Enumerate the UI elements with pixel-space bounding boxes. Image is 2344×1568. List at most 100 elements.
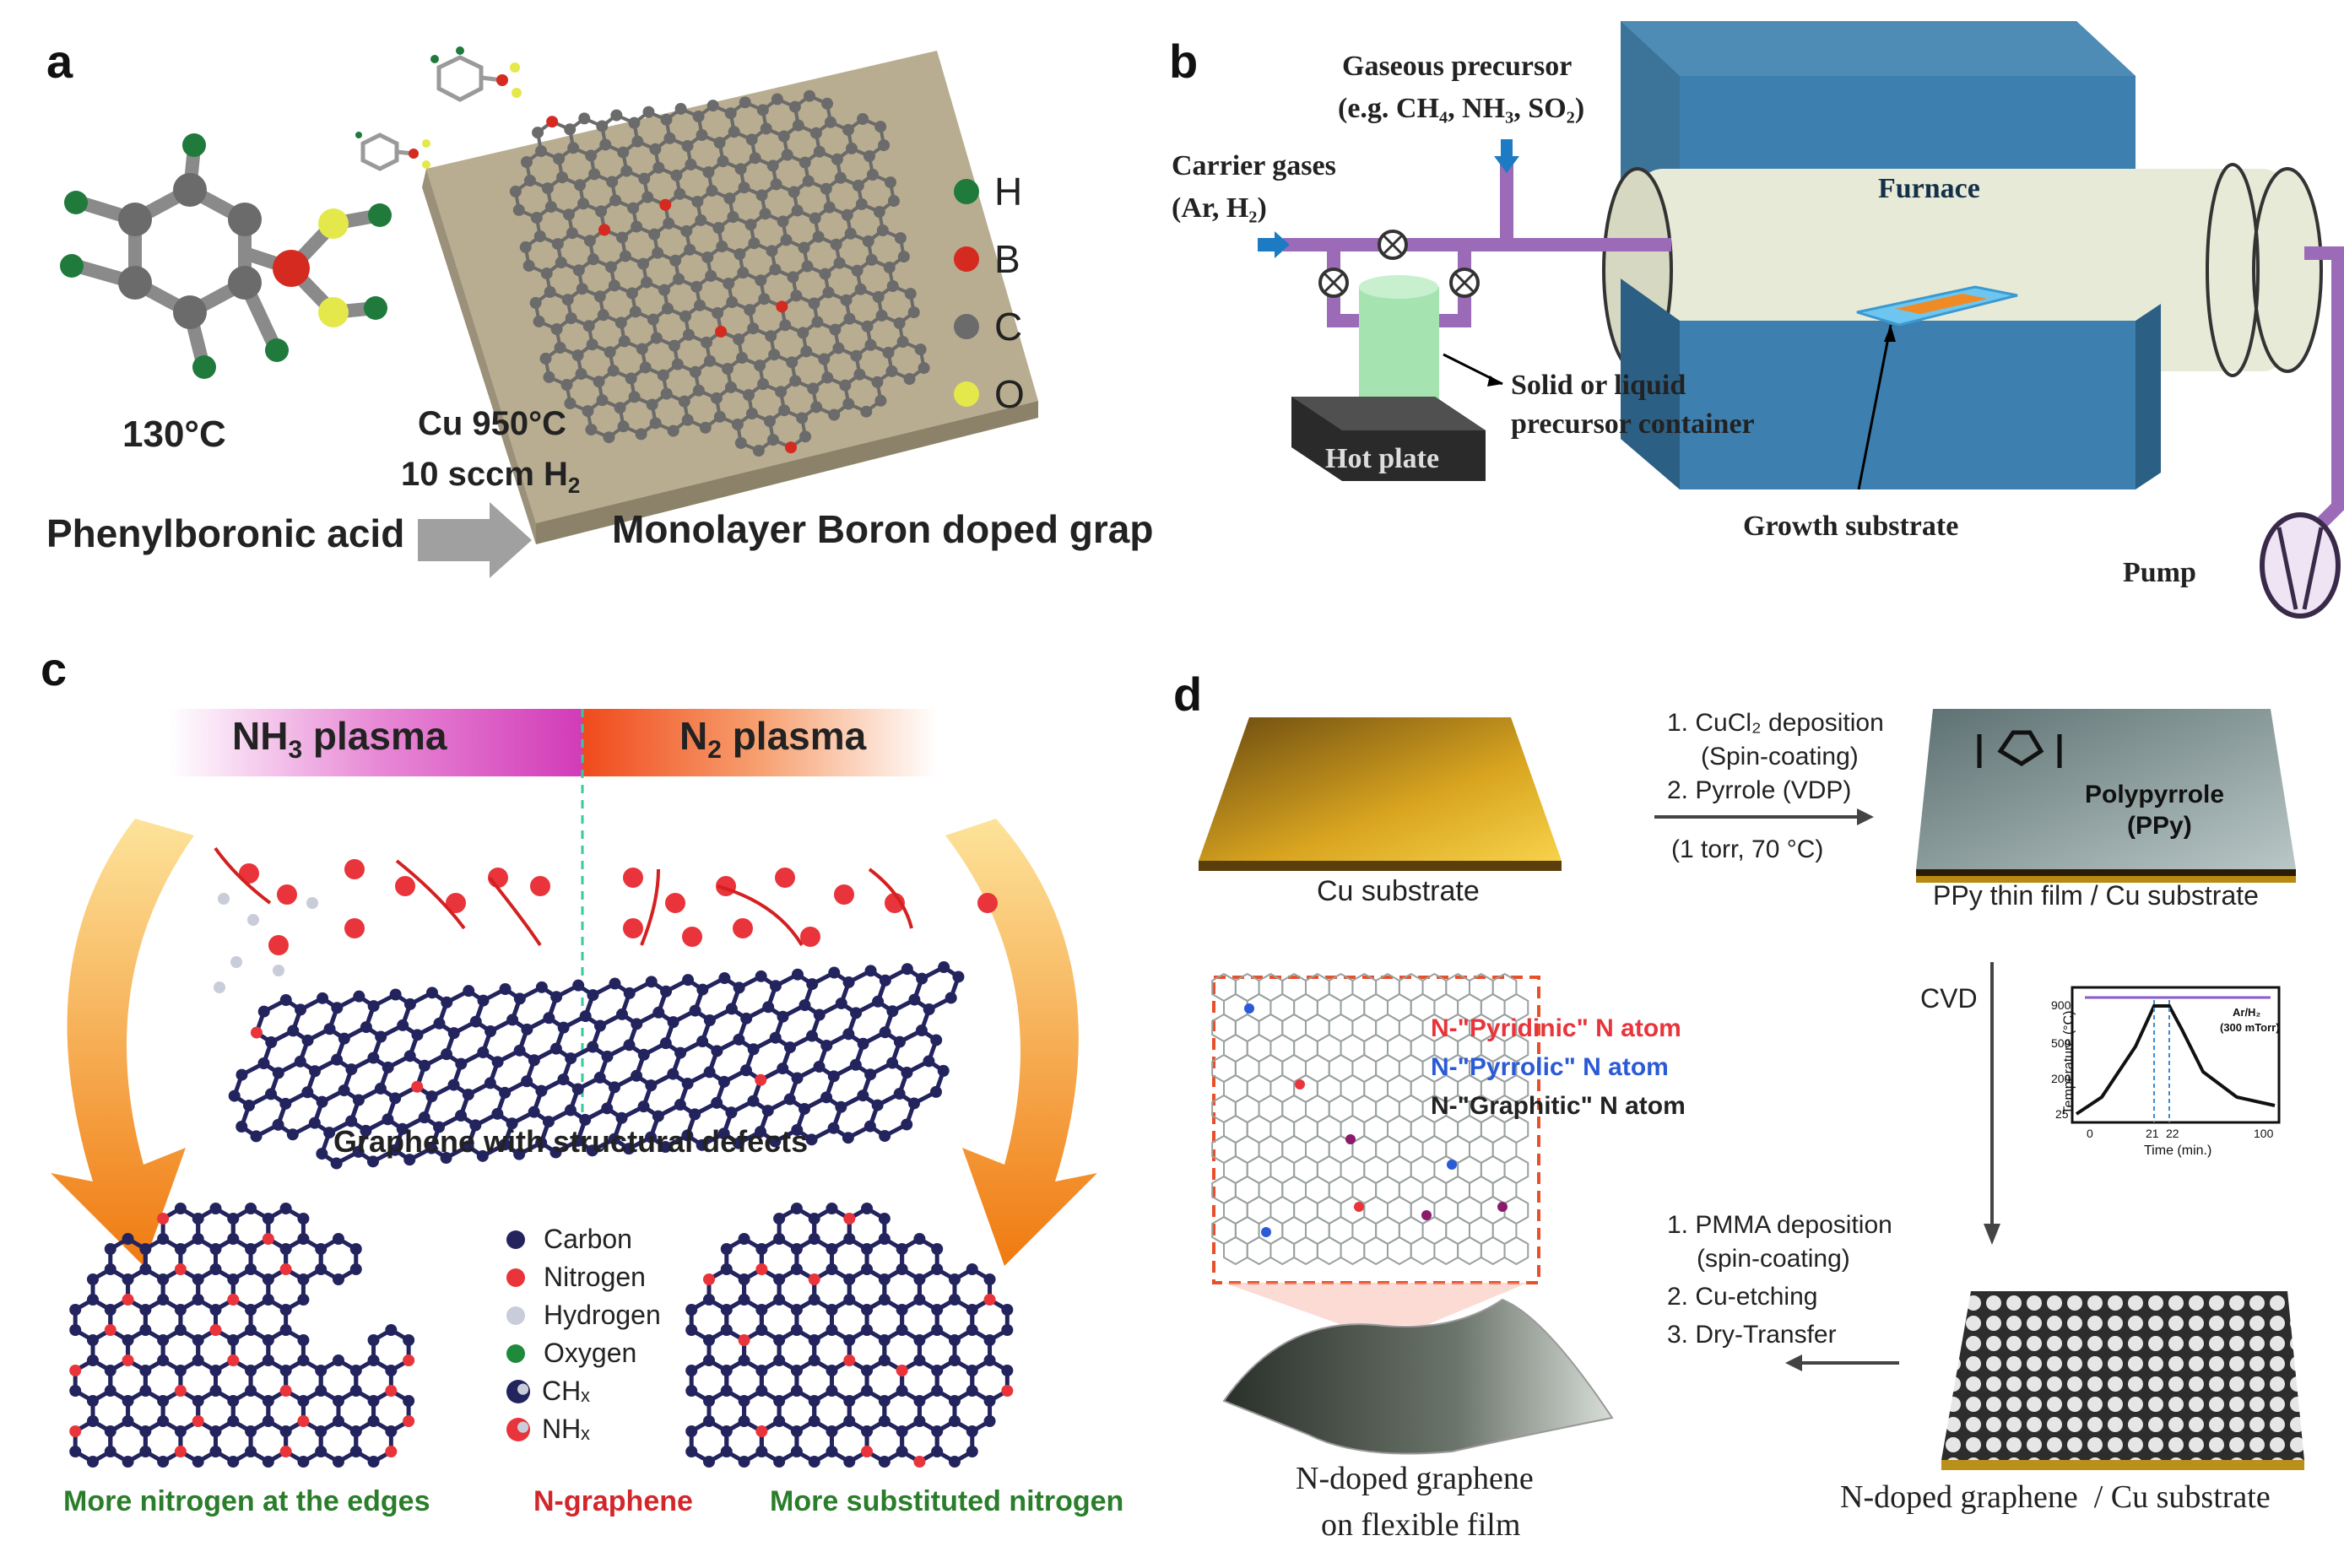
hydrogen-particle xyxy=(247,914,259,926)
lattice-atom xyxy=(279,1365,292,1376)
lattice-atom xyxy=(652,1006,665,1019)
dopant-atom xyxy=(1295,1079,1305,1089)
legend-nitrogen-label: Nitrogen xyxy=(544,1262,646,1292)
lattice-atom xyxy=(491,1056,504,1068)
phenylboronic-atoms xyxy=(60,133,392,379)
lattice-atom xyxy=(884,176,896,189)
lattice-atom xyxy=(1001,1365,1014,1376)
lattice-atom xyxy=(297,1213,310,1225)
lattice-atom xyxy=(747,1043,760,1056)
lattice-atom xyxy=(733,981,745,994)
legend-label-h: H xyxy=(994,170,1023,214)
lattice-atom xyxy=(723,192,736,205)
lattice-atom xyxy=(696,983,709,996)
lattice-atom xyxy=(886,279,899,292)
lattice-atom xyxy=(738,1456,750,1468)
lattice-atom xyxy=(586,338,598,351)
lattice-atom xyxy=(403,998,416,1010)
lattice-atom xyxy=(455,1057,468,1070)
defects-caption: Graphene with structural defects xyxy=(333,1124,809,1159)
lattice-atom xyxy=(740,1012,753,1025)
lattice-atom xyxy=(738,1273,750,1285)
lattice-atom xyxy=(367,1052,380,1064)
lattice-atom xyxy=(861,1365,874,1376)
lattice-atom xyxy=(360,1124,372,1137)
lattice-atom xyxy=(731,418,744,430)
lattice-atom xyxy=(104,1446,116,1457)
lattice-atom xyxy=(791,1072,804,1084)
lattice-atom xyxy=(425,987,438,999)
lattice-atom xyxy=(685,1324,698,1336)
lattice-atom xyxy=(652,246,664,259)
legend-oxygen: Oxygen xyxy=(506,1338,636,1369)
lattice-atom xyxy=(813,1008,826,1021)
lattice-atom xyxy=(828,966,841,979)
growth-substrate-label: Growth substrate xyxy=(1743,511,1959,542)
nitrogen-particle xyxy=(530,876,550,896)
flexible-film-caption-2: on flexible film xyxy=(1321,1507,1521,1543)
pyridinic-n-label: N-"Pyridinic" N atom xyxy=(1431,1014,1681,1042)
lattice-atom xyxy=(618,335,631,348)
nh3-sub: 3 xyxy=(288,736,303,765)
lattice-atom xyxy=(843,1395,856,1407)
lattice-atom xyxy=(279,1304,292,1316)
lattice-atom xyxy=(853,368,866,381)
lattice-atom xyxy=(565,312,577,325)
lattice-atom xyxy=(896,1425,908,1437)
lattice-atom xyxy=(572,264,585,277)
lattice-atom xyxy=(614,316,627,329)
lattice-atom xyxy=(578,112,591,125)
lattice-atom xyxy=(353,990,365,1003)
lattice-atom xyxy=(720,1304,733,1316)
lattice-atom xyxy=(227,1354,240,1366)
lattice-atom xyxy=(878,1354,891,1366)
condition-gas-text: 10 sccm H xyxy=(401,456,568,493)
lattice-atom xyxy=(192,1213,204,1225)
lattice-atom xyxy=(262,1273,274,1285)
lattice-atom xyxy=(640,276,652,289)
lattice-atom xyxy=(790,1203,803,1214)
lattice-atom xyxy=(738,1294,750,1306)
lattice-atom xyxy=(671,358,684,370)
process-arrow-2-head xyxy=(1785,1354,1802,1371)
lattice-atom xyxy=(760,122,772,135)
lattice-atom xyxy=(773,1294,786,1306)
lattice-atom xyxy=(712,222,725,235)
lattice-atom xyxy=(803,89,815,102)
right-curved-arrow xyxy=(945,819,1097,1266)
lattice-atom xyxy=(852,179,864,192)
lattice-atom xyxy=(245,1385,257,1397)
lattice-atom xyxy=(491,1107,504,1120)
lattice-atom xyxy=(723,278,735,290)
lattice-atom xyxy=(763,415,776,428)
lattice-atom xyxy=(725,1106,738,1119)
lattice-atom xyxy=(738,181,750,194)
lattice-atom xyxy=(157,1334,170,1346)
lattice-atom xyxy=(790,289,803,302)
lattice-atom xyxy=(657,369,669,381)
lattice-atom xyxy=(403,1050,416,1062)
lattice-atom xyxy=(585,149,598,162)
lattice-atom xyxy=(948,1273,961,1285)
lattice-atom xyxy=(878,1273,891,1285)
lattice-atom xyxy=(773,1395,786,1407)
lattice-atom xyxy=(262,1395,274,1407)
lattice-atom xyxy=(425,1142,438,1154)
lattice-atom xyxy=(411,1080,424,1093)
lattice-atom xyxy=(878,1294,891,1306)
lattice-atom xyxy=(689,365,701,378)
c-atom-icon xyxy=(954,314,979,339)
carrier-gases-label: Carrier gases xyxy=(1172,150,1336,181)
lattice-atom xyxy=(352,1145,365,1158)
phenylboronic-molecule xyxy=(69,141,387,370)
lattice-atom xyxy=(720,1263,733,1275)
lattice-atom xyxy=(775,386,788,398)
center-caption: N-graphene xyxy=(533,1485,693,1517)
lattice-atom xyxy=(878,1213,891,1225)
lattice-atom xyxy=(294,1055,306,1068)
lattice-atom xyxy=(560,379,573,391)
lattice-atom xyxy=(660,387,673,400)
lattice-atom xyxy=(734,163,747,176)
lattice-atom xyxy=(139,1425,152,1437)
lattice-atom xyxy=(520,156,533,168)
